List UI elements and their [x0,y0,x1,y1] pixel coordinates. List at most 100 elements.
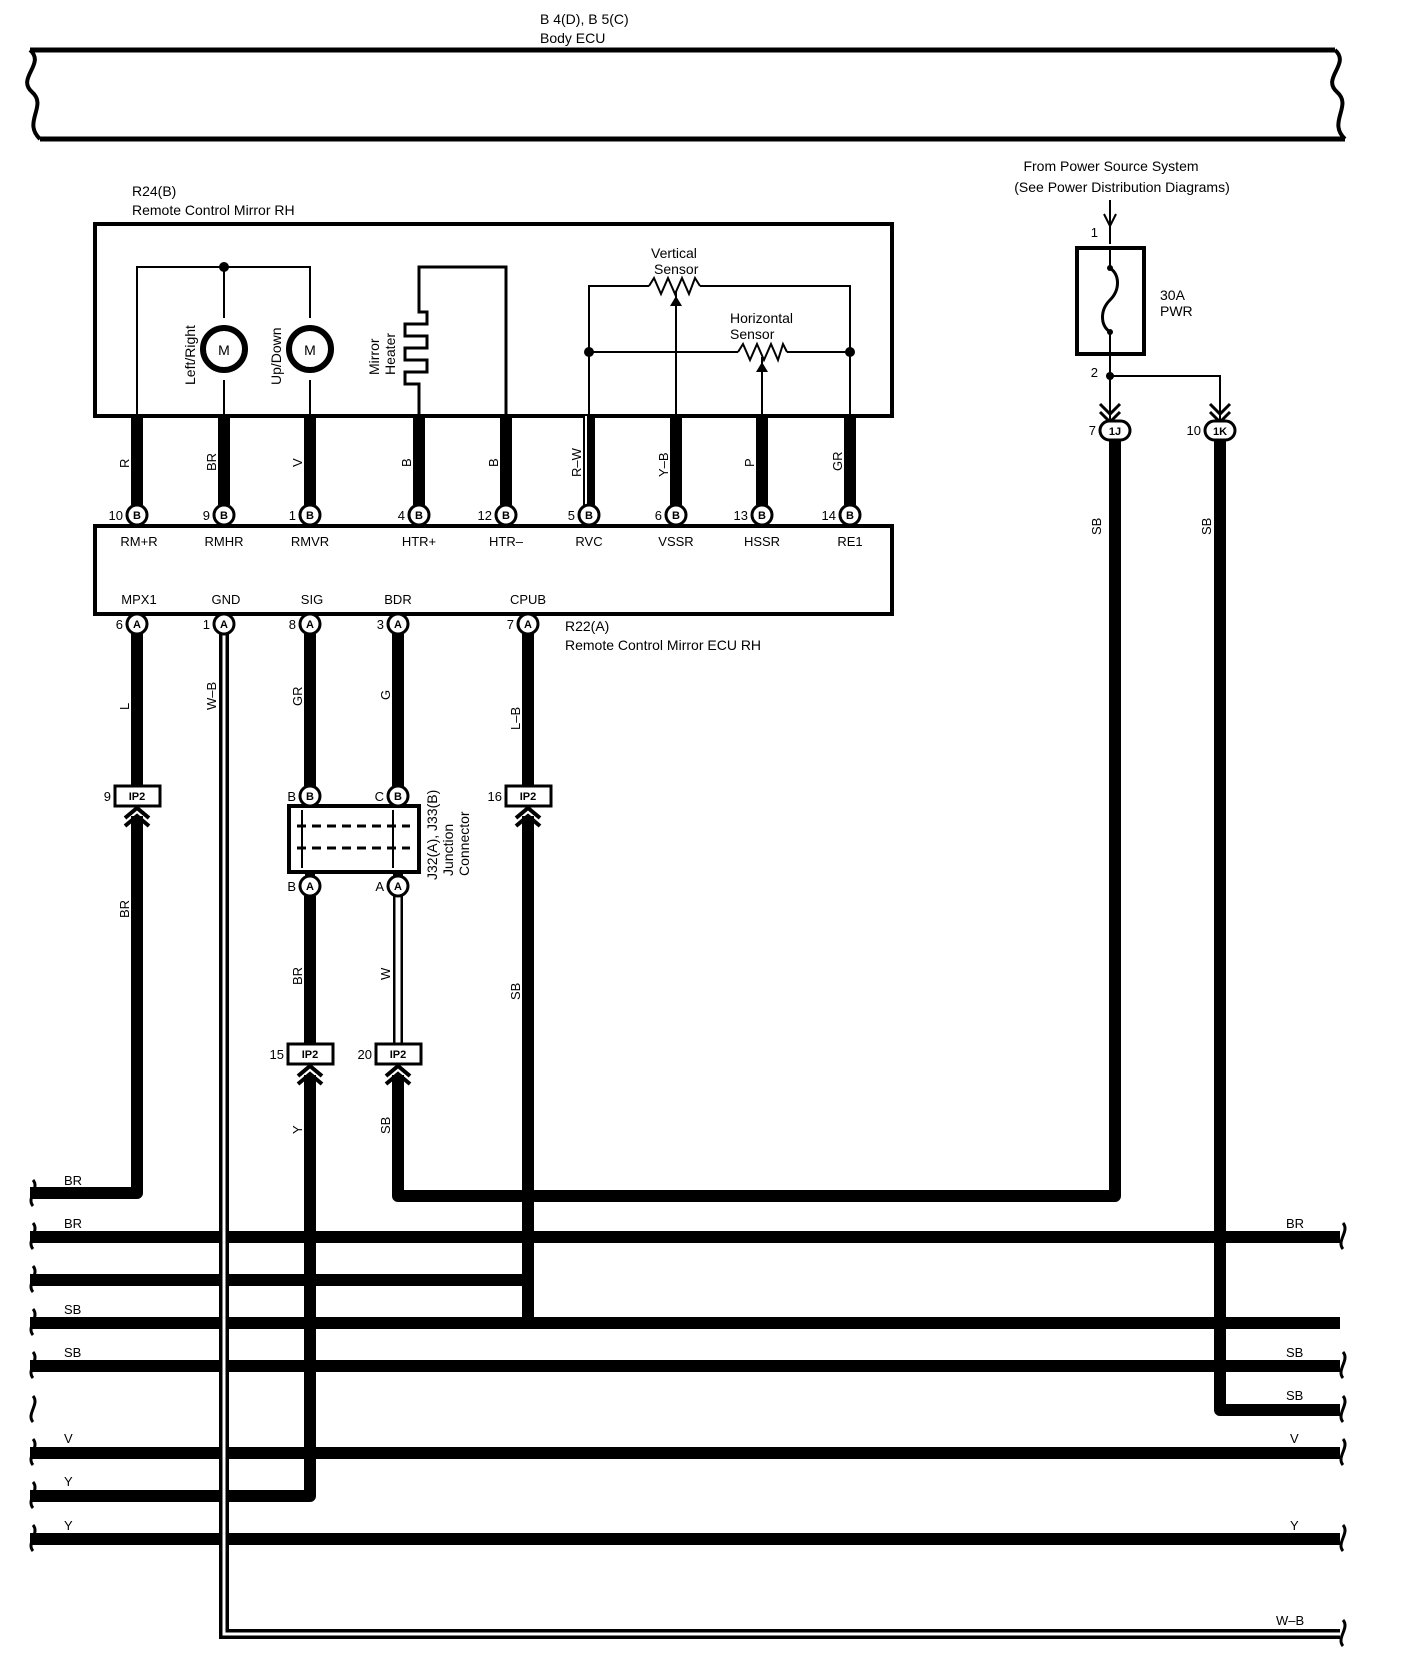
wire-runs [30,440,1340,1545]
ip2-code: IP2 [129,791,146,803]
junction-ref: J32(A), J33(B) [424,790,440,880]
ip2-wire-below: SB [508,983,523,1000]
pin-conn-letter: B [502,510,510,522]
ip2-pin: 15 [270,1047,284,1062]
ip2-connector-20: IP2 20 W SB [358,967,423,1134]
pin-name: VSSR [658,534,693,549]
pin-name-sig: SIG [301,592,323,607]
pin-number: 1 [203,617,210,632]
ecu-pin-rmhr: B 9 RMHR BR [203,453,244,549]
ecu-name: Remote Control Mirror ECU RH [565,637,761,653]
motor-lr-label: Left/Right [182,325,198,385]
connector-1j-code: 1J [1109,426,1121,438]
ecu-ref: R22(A) [565,618,609,634]
bus-left-label: Y [64,1474,73,1489]
pin-conn-letter: B [672,510,680,522]
junction-conn-a-bottom: A [394,881,402,893]
horizontal-sensor-icon [737,341,788,363]
junction-conn-c-top: B [394,791,402,803]
wire-color: B [399,458,414,467]
ecu-pin-rm-r: B 10 RM+R R [109,459,158,549]
pin-conn-letter: B [306,510,314,522]
connector-1j-pin: 7 [1089,423,1096,438]
wire-color: Y–B [656,452,671,477]
junction-pin-b-top: B [287,789,296,804]
wire-color: G [378,690,393,700]
ecu-pin-gnd: A 1 W–B [203,612,236,710]
ip2-code: IP2 [390,1049,407,1061]
bus-left-label: Y [64,1518,73,1533]
pin-name: HSSR [744,534,780,549]
pin-number: 14 [822,508,836,523]
wire-color: R–W [569,447,584,477]
junction-conn-b-top: B [306,791,314,803]
pin-number: 6 [655,508,662,523]
remote-control-mirror: R24(B) Remote Control Mirror RH M M Left… [93,183,894,418]
bus-labels: BR BR BR SB SB SB SB V V Y Y Y W–B [64,1173,1304,1628]
ecu-pin-mpx1: A 6 L [116,612,149,710]
fuse-name: PWR [1160,303,1193,319]
wire-color: R [117,459,132,468]
wire-color: GR [830,452,845,472]
power-from: From Power Source System [1023,158,1198,174]
pin-name: HTR– [489,534,524,549]
ecu-pin-bdr: A 3 G [377,612,410,700]
pin-number: 4 [398,508,405,523]
pin-conn-letter: B [415,510,423,522]
fuse-pin-out: 2 [1091,365,1098,380]
wire-color: GR [290,687,305,707]
mirror-name: Remote Control Mirror RH [132,202,295,218]
bus-left-label: BR [64,1216,82,1231]
pin-name: RVC [575,534,602,549]
bus-left-label: SB [64,1302,81,1317]
bus-right-label: Y [1290,1518,1299,1533]
bus-right-label: BR [1286,1216,1304,1231]
pin-number: 8 [289,617,296,632]
bus-right-label: SB [1286,1345,1303,1360]
connector-1k-code: 1K [1213,426,1227,438]
power-source: From Power Source System (See Power Dist… [1014,158,1237,535]
ip2-pin: 16 [488,789,502,804]
ecu-pin-rmvr: B 1 RMVR V [289,458,329,549]
junction-pin-a-bottom: A [375,879,384,894]
vertical-sensor-label-1: Vertical [651,245,697,261]
ecu-pin-cpub: A 7 L–B [507,612,540,730]
bus-left-label: BR [64,1173,82,1188]
ip2-wire-above: W [378,967,393,980]
horizontal-sensor-label-2: Sensor [730,326,775,342]
ecu-top-pins: B 10 RM+R R B 9 RMHR BR B 1 RMVR V B 4 H… [109,447,863,549]
pin-conn-letter: A [306,619,314,631]
pin-name-bdr: BDR [384,592,411,607]
body-ecu-name: Body ECU [540,30,605,46]
ip2-wire-below: BR [117,900,132,918]
fuse-rating: 30A [1160,287,1186,303]
wire-color: P [742,458,757,467]
ecu-bottom-pins: A 6 L A 1 W–B A 8 GR A 3 G A 7 L–B [116,612,540,730]
pin-name: RE1 [837,534,862,549]
motor-up-down-icon [286,325,334,373]
mirror-heater-icon [403,265,508,416]
bus-right-label: V [1290,1431,1299,1446]
ip2-pin: 9 [104,789,111,804]
mirror-ecu-wires [131,416,856,505]
ip2-connector-15: IP2 15 BR Y [270,967,335,1134]
ecu-pin-htr-plus: B 4 HTR+ B [398,458,436,549]
ip2-code: IP2 [302,1049,319,1061]
ip2-connector-16: IP2 16 SB [488,784,553,1000]
ecu-pin-rvc: B 5 RVC R–W [568,447,603,549]
pin-name: RM+R [120,534,157,549]
heater-label-2: Heater [382,333,398,375]
pin-conn-letter: A [394,619,402,631]
fuse-icon [1101,266,1119,334]
fuse-pin-in: 1 [1091,225,1098,240]
ip2-code: IP2 [520,791,537,803]
wire-color: L–B [508,707,523,730]
vertical-sensor-icon [648,275,701,297]
sensor-junction-dot-right [845,347,855,357]
pin-number: 3 [377,617,384,632]
pin-name: RMVR [291,534,329,549]
sensor-junction-dot-left [584,347,594,357]
junction-label: Junction [440,824,456,876]
wire-color-1k: SB [1199,518,1214,535]
power-see: (See Power Distribution Diagrams) [1014,179,1230,195]
